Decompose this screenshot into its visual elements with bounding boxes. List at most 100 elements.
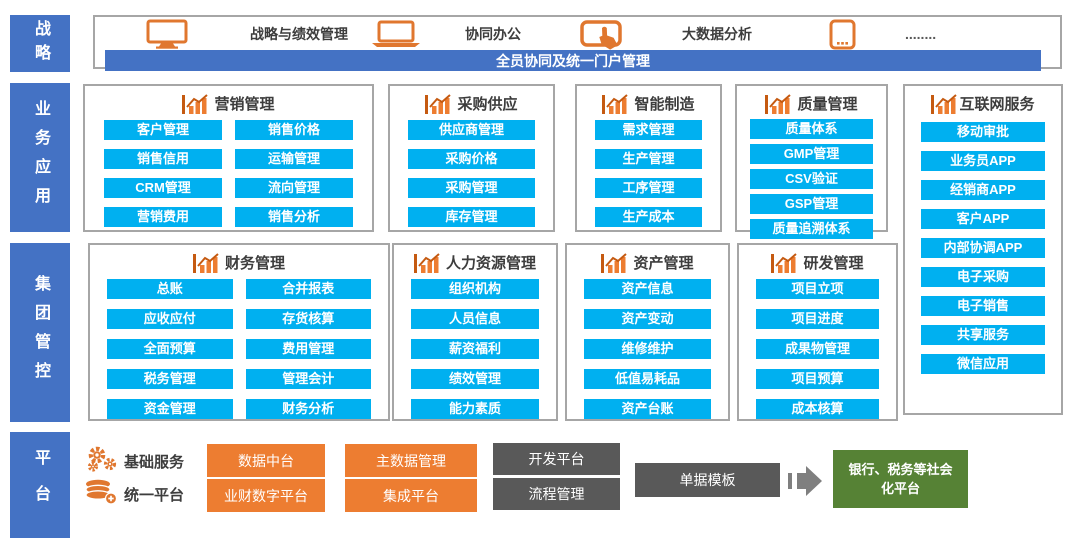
panel-title: 人力资源管理 (394, 252, 556, 273)
bar-chart-icon (182, 93, 209, 114)
module-chip: 成果物管理 (756, 339, 879, 359)
touch-screen-icon (580, 17, 626, 51)
platform-stack-dev: 开发平台 流程管理 (493, 443, 620, 510)
right-arrow-icon (788, 462, 824, 500)
module-chip: 资金管理 (107, 399, 233, 419)
module-list: 质量体系 GMP管理 CSV验证 GSP管理质量追溯体系 (737, 119, 886, 239)
panel-title: 质量管理 (737, 93, 886, 114)
module-chip: 共享服务 (921, 325, 1045, 345)
module-chip: 组织机构 (411, 279, 539, 299)
bar-chart-icon (425, 93, 452, 114)
module-chip: 库存管理 (408, 207, 535, 227)
unified-platform-label: 统一平台 (124, 487, 185, 504)
basic-services-label: 基础服务 (124, 454, 185, 471)
socialized-platform-box: 银行、税务等社会化平台 (833, 450, 968, 508)
module-chip: 微信应用 (921, 354, 1045, 374)
strategy-item-label: ........ (905, 26, 937, 42)
panel-quality-management: 质量管理 质量体系 GMP管理 CSV验证 GSP管理质量追溯体系 (735, 84, 888, 239)
module-chip: 管理会计 (245, 369, 371, 389)
module-chip: 客户APP (921, 209, 1045, 229)
module-chip: 低值易耗品 (584, 369, 711, 389)
platform-box: 业财数字平台 (207, 479, 325, 512)
panel-title: 采购供应 (390, 93, 553, 114)
module-chip: 资产变动 (584, 309, 711, 329)
module-chip: 项目立项 (756, 279, 879, 299)
strategy-item-label: 战略与绩效管理 (250, 26, 348, 42)
module-chip: 工序管理 (595, 178, 702, 198)
panel-title: 互联网服务 (905, 93, 1061, 114)
module-chip: 内部协调APP (921, 238, 1045, 258)
module-chip: 绩效管理 (411, 369, 539, 389)
module-chip: 全面预算 (107, 339, 233, 359)
module-chip: 销售信用 (104, 149, 222, 169)
bar-chart-icon (413, 252, 440, 273)
panel-rd-management: 研发管理 项目立项项目进度成果物管理项目预算成本核算 (737, 243, 898, 421)
module-chip: 供应商管理 (408, 120, 535, 140)
module-chip: 合并报表 (245, 279, 371, 299)
panel-intelligent-manufacturing: 智能制造 需求管理生产管理工序管理生产成本 (575, 84, 722, 232)
module-chip: 电子销售 (921, 296, 1045, 316)
rail-label-group-control: 集团管控 (10, 243, 70, 422)
document-template-box: 单据模板 (635, 463, 780, 497)
module-chip: 存货核算 (245, 309, 371, 329)
module-chip: 资产台账 (584, 399, 711, 419)
module-chip: 销售价格 (235, 120, 353, 140)
bar-chart-icon (602, 93, 629, 114)
panel-title: 智能制造 (577, 93, 720, 114)
module-list: 供应商管理采购价格采购管理库存管理 (390, 120, 553, 227)
platform-box: 开发平台 (493, 443, 620, 475)
database-icon (84, 478, 118, 505)
module-chip: 资产信息 (584, 279, 711, 299)
module-chip: 总账 (107, 279, 233, 299)
module-list: 组织机构人员信息薪资福利绩效管理能力素质 (394, 279, 556, 419)
module-chip: 能力素质 (411, 399, 539, 419)
rail-label-strategy: 战略 (10, 15, 70, 72)
module-chip: 需求管理 (595, 120, 702, 140)
rail-label-business-apps: 业务应用 (10, 83, 70, 232)
bar-chart-icon (601, 252, 628, 273)
bar-chart-icon (931, 93, 958, 114)
module-chip: GMP管理 (750, 144, 873, 164)
gears-icon (84, 445, 118, 473)
strategy-item-label: 大数据分析 (682, 26, 752, 42)
panel-title: 营销管理 (85, 93, 372, 114)
module-chip: 电子采购 (921, 267, 1045, 287)
platform-box: 流程管理 (493, 478, 620, 510)
module-chip: 质量体系 (750, 119, 873, 139)
module-chip: 人员信息 (411, 309, 539, 329)
module-chip: 采购管理 (408, 178, 535, 198)
module-chip: 薪资福利 (411, 339, 539, 359)
module-chip: 税务管理 (107, 369, 233, 389)
laptop-icon (370, 17, 422, 51)
panel-finance-management: 财务管理 总账合并报表应收应付存货核算全面预算费用管理税务管理管理会计资金管理财… (88, 243, 390, 421)
platform-stack-data: 数据中台 业财数字平台 (207, 444, 325, 512)
module-chip: 维修维护 (584, 339, 711, 359)
module-chip: CSV验证 (750, 169, 873, 189)
platform-box: 集成平台 (345, 479, 477, 512)
portal-banner: 全员协同及统一门户管理 (105, 50, 1041, 71)
rail-label-platform: 平台 (10, 432, 70, 538)
module-chip: 移动审批 (921, 122, 1045, 142)
module-chip: 生产成本 (595, 207, 702, 227)
module-chip: 营销费用 (104, 207, 222, 227)
module-list: 资产信息资产变动维修维护低值易耗品资产台账 (567, 279, 728, 419)
module-chip: 费用管理 (245, 339, 371, 359)
strategy-item-label: 协同办公 (465, 26, 521, 42)
module-chip: 应收应付 (107, 309, 233, 329)
module-chip: 采购价格 (408, 149, 535, 169)
module-list: 需求管理生产管理工序管理生产成本 (577, 120, 720, 227)
bar-chart-icon (771, 252, 798, 273)
module-chip: CRM管理 (104, 178, 222, 198)
module-chip: 质量追溯体系 (750, 219, 873, 239)
panel-asset-management: 资产管理 资产信息资产变动维修维护低值易耗品资产台账 (565, 243, 730, 421)
module-chip: GSP管理 (750, 194, 873, 214)
platform-stack-masterdata: 主数据管理 集成平台 (345, 444, 477, 512)
module-chip: 客户管理 (104, 120, 222, 140)
panel-hr-management: 人力资源管理 组织机构人员信息薪资福利绩效管理能力素质 (392, 243, 558, 421)
tablet-icon (829, 17, 857, 51)
module-list: 项目立项项目进度成果物管理项目预算成本核算 (739, 279, 896, 419)
